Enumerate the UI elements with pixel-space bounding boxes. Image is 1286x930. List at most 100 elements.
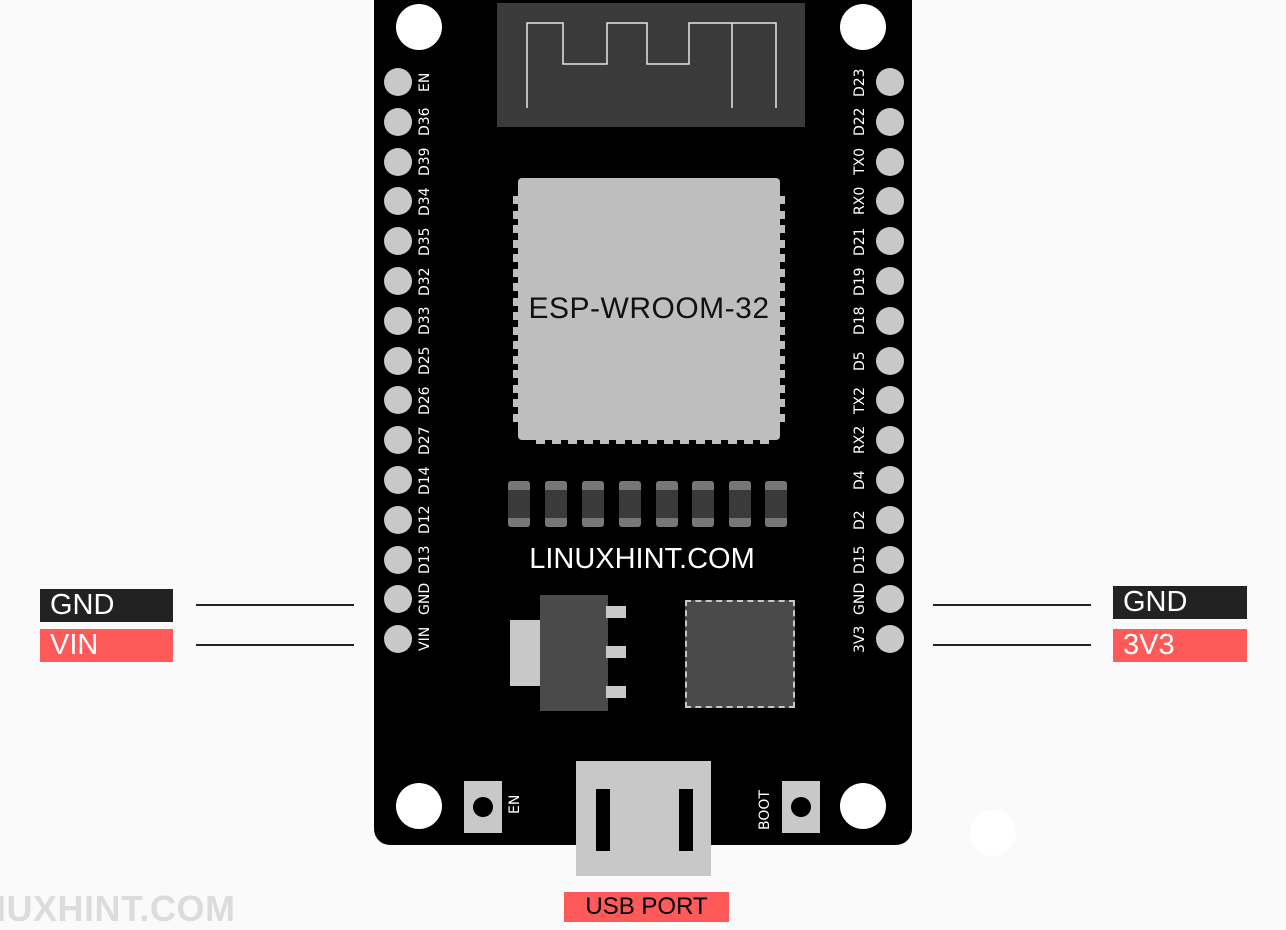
module-pad: [779, 399, 785, 407]
pin-left-d12: [384, 505, 412, 534]
module-pad: [712, 439, 721, 444]
smd-resistor: [692, 481, 714, 527]
en-button[interactable]: [464, 781, 502, 833]
pin-label-right-d18: D18: [852, 306, 868, 336]
module-pad: [728, 439, 737, 444]
pin-label-right-d15: D15: [852, 545, 868, 575]
pin-label-left-d36: D36: [417, 107, 433, 137]
boot-button-dot: [791, 797, 811, 817]
pin-left-d26: [384, 386, 412, 415]
regulator-leg: [606, 606, 626, 618]
smd-resistor: [765, 481, 787, 527]
smd-resistor: [508, 481, 530, 527]
pin-label-right-d22: D22: [852, 107, 868, 137]
left-vin-callout: VIN: [40, 629, 173, 662]
module-pad: [779, 341, 785, 349]
pin-label-right-tx2: TX2: [852, 386, 868, 414]
pin-label-left-d14: D14: [417, 465, 433, 495]
pin-label-left-d32: D32: [417, 266, 433, 296]
pin-right-rx2: [876, 426, 904, 455]
mounting-hole-top-left: [396, 4, 442, 50]
pin-left-d27: [384, 426, 412, 455]
pin-right-d4: [876, 466, 904, 494]
module-pad: [779, 210, 785, 219]
module-pad: [680, 439, 689, 444]
left-gnd-leader: [196, 604, 354, 606]
module-pad: [648, 439, 657, 444]
module-label: ESP-WROOM-32: [528, 292, 770, 325]
pin-label-right-d2: D2: [852, 510, 868, 530]
pin-label-left-en: EN: [417, 72, 433, 92]
module-pad: [513, 384, 519, 393]
pin-right-d22: [876, 107, 904, 136]
mounting-hole-bottom-left: [396, 783, 442, 829]
pin-right-tx0: [876, 147, 904, 176]
module-pad: [779, 225, 785, 233]
smd-resistor: [582, 481, 604, 527]
pin-right-d15: [876, 545, 904, 574]
pin-label-left-d12: D12: [417, 505, 433, 535]
pin-label-right-d21: D21: [852, 227, 868, 256]
pin-label-left-d34: D34: [417, 187, 433, 216]
pin-left-d32: [384, 267, 412, 295]
en-button-label: EN: [507, 794, 523, 814]
pin-label-right-d4: D4: [852, 470, 868, 490]
module-pad: [632, 439, 641, 444]
module-pad: [513, 341, 519, 349]
pin-right-gnd: [876, 585, 904, 614]
pin-label-right-3v3: 3V3: [852, 625, 868, 653]
pin-label-right-gnd: GND: [852, 583, 868, 616]
pin-left-d39: [384, 147, 412, 176]
module-pad: [760, 439, 769, 444]
module-pad: [513, 355, 519, 364]
pcb-antenna: [497, 3, 805, 127]
module-pad: [779, 196, 785, 204]
pin-label-right-tx0: TX0: [852, 148, 868, 176]
pin-label-right-d19: D19: [852, 266, 868, 296]
right-gnd-callout: GND: [1113, 586, 1247, 619]
boot-button[interactable]: [782, 781, 820, 833]
module-pad: [513, 326, 519, 335]
usb-port: [576, 761, 711, 876]
pin-left-d35: [384, 227, 412, 256]
module-pad: [513, 399, 519, 407]
left-vin-leader: [196, 644, 354, 646]
pin-right-d5: [876, 346, 904, 375]
boot-button-label: BOOT: [757, 790, 773, 830]
smd-resistor: [619, 481, 641, 527]
pin-right-3v3: [876, 625, 904, 654]
right-3v3-callout: 3V3: [1113, 629, 1247, 662]
module-pad: [664, 439, 673, 444]
module-pad: [779, 326, 785, 335]
board-silkscreen-text: LINUXHINT.COM: [529, 543, 755, 575]
pin-label-left-d27: D27: [417, 426, 433, 455]
module-pad: [513, 297, 519, 306]
usb-contact: [596, 789, 610, 851]
module-pad: [513, 413, 519, 422]
module-pad: [779, 413, 785, 422]
module-pad: [600, 439, 609, 444]
module-pad: [779, 355, 785, 364]
pin-label-right-d5: D5: [852, 350, 868, 371]
right-3v3-leader: [933, 644, 1091, 646]
mounting-hole-bottom-right: [840, 783, 886, 829]
module-pad: [513, 312, 519, 320]
antenna-trace-icon: [526, 22, 777, 108]
mounting-hole-top-right: [840, 4, 886, 50]
module-pad: [513, 283, 519, 291]
module-pad: [584, 439, 593, 444]
module-pad: [616, 439, 625, 444]
pin-label-left-d25: D25: [417, 346, 433, 376]
module-pad: [513, 225, 519, 233]
pin-label-left-d39: D39: [417, 147, 433, 177]
usb-contact: [679, 789, 693, 851]
pin-left-vin: [384, 625, 412, 654]
pin-left-d33: [384, 306, 412, 335]
module-pad: [568, 439, 577, 444]
module-pad: [552, 439, 561, 444]
pin-label-right-rx0: RX0: [852, 187, 868, 216]
pin-label-left-vin: VIN: [417, 627, 433, 652]
pin-left-d14: [384, 466, 412, 494]
module-pad: [513, 268, 519, 277]
en-button-dot: [473, 797, 493, 817]
